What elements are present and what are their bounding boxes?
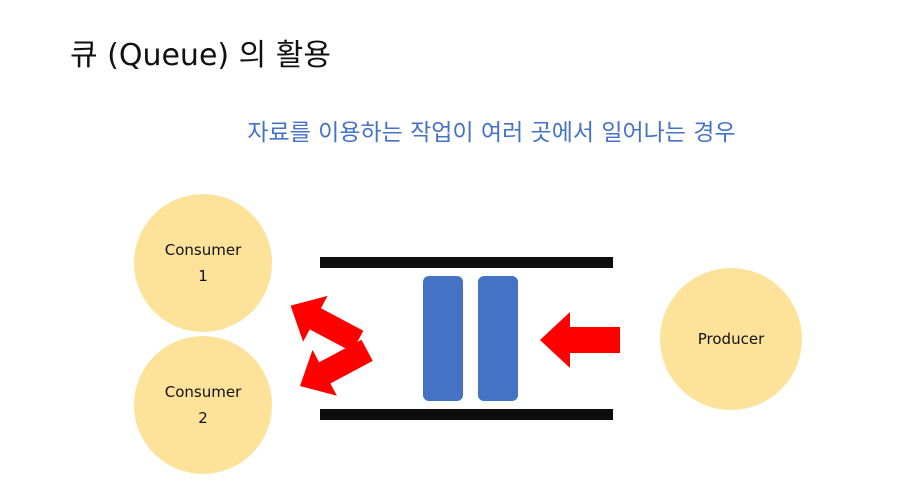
queue-bottom-rail [320, 409, 613, 420]
dequeue-arrow-2-icon [300, 339, 373, 396]
consumer-2-node: Consumer 2 [134, 336, 272, 474]
producer-node: Producer [660, 268, 802, 410]
slide-title: 큐 (Queue) 의 활용 [70, 38, 331, 73]
queue-item-2 [478, 276, 518, 401]
slide-subtitle: 자료를 이용하는 작업이 여러 곳에서 일어나는 경우 [247, 120, 736, 146]
consumer-1-number: 1 [198, 267, 208, 285]
consumer-1-label: Consumer [164, 241, 242, 259]
dequeue-arrow-1-icon [290, 295, 364, 352]
queue-item-1 [423, 276, 463, 401]
consumer-2-label: Consumer [164, 383, 242, 401]
producer-label: Producer [697, 330, 765, 348]
consumer-2-number: 2 [198, 409, 208, 427]
enqueue-arrow-icon [540, 312, 620, 368]
consumer-1-node: Consumer 1 [134, 194, 272, 332]
queue-top-rail [320, 257, 613, 268]
